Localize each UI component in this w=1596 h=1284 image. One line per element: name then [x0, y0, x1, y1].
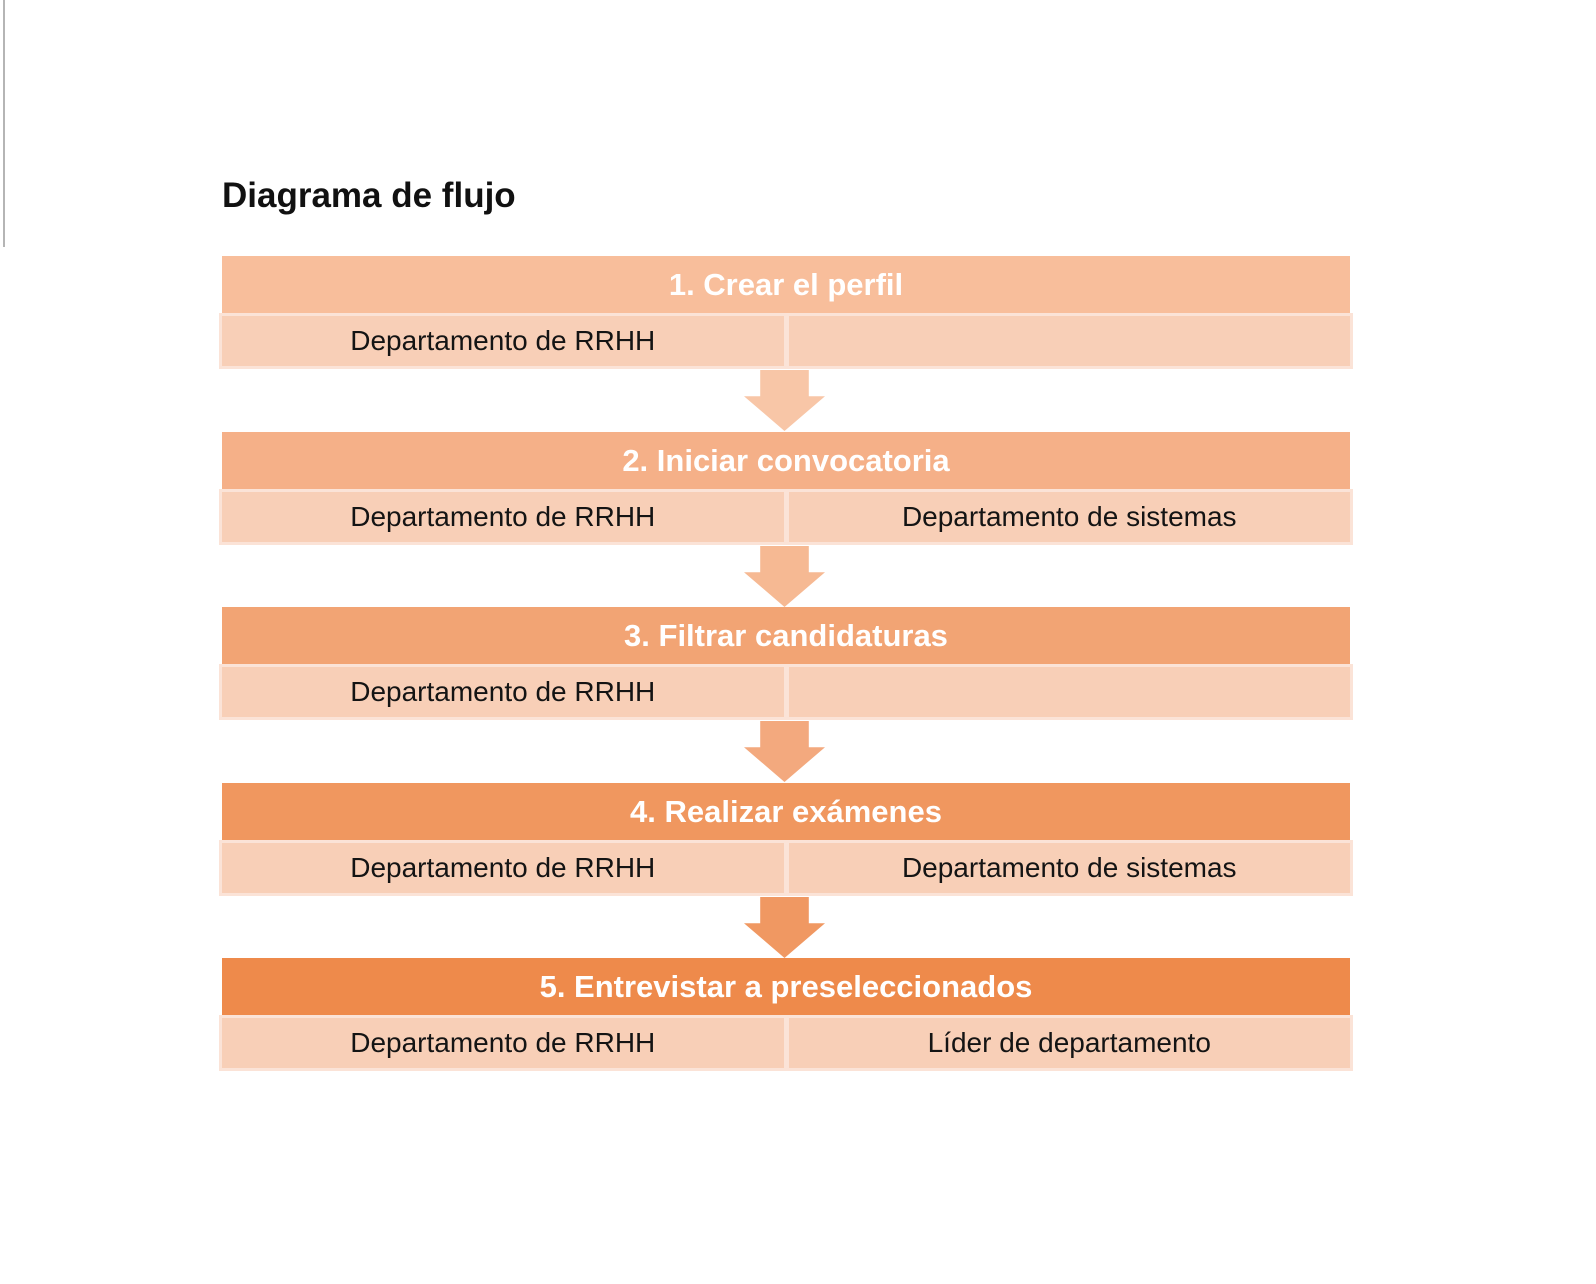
- step-4-title: 4. Realizar exámenes: [630, 793, 942, 829]
- step-1-header[interactable]: 1. Crear el perfil: [222, 256, 1350, 313]
- step-5: 5. Entrevistar a preseleccionados Depart…: [219, 958, 1353, 1071]
- step-5-header[interactable]: 5. Entrevistar a preseleccionados: [222, 958, 1350, 1015]
- step-4-cell-right[interactable]: Departamento de sistemas: [788, 843, 1350, 893]
- step-4-cell-left[interactable]: Departamento de RRHH: [222, 843, 784, 893]
- step-4-row: Departamento de RRHH Departamento de sis…: [219, 840, 1353, 896]
- step-3-row: Departamento de RRHH: [219, 664, 1353, 720]
- step-3-title: 3. Filtrar candidaturas: [624, 617, 948, 653]
- step-4: 4. Realizar exámenes Departamento de RRH…: [219, 783, 1353, 896]
- step-2-cell-right[interactable]: Departamento de sistemas: [788, 492, 1350, 542]
- step-2-header[interactable]: 2. Iniciar convocatoria: [222, 432, 1350, 489]
- step-1-title: 1. Crear el perfil: [668, 266, 904, 302]
- step-5-row: Departamento de RRHH Líder de departamen…: [219, 1015, 1353, 1071]
- step-2-row: Departamento de RRHH Departamento de sis…: [219, 489, 1353, 545]
- step-3-cell-left[interactable]: Departamento de RRHH: [222, 667, 784, 717]
- step-1-row: Departamento de RRHH: [219, 313, 1353, 369]
- step-5-title: 5. Entrevistar a preseleccionados: [539, 968, 1033, 1004]
- step-3: 3. Filtrar candidaturas Departamento de …: [219, 607, 1353, 720]
- down-arrow-icon[interactable]: [744, 897, 825, 958]
- step-2-cell-left[interactable]: Departamento de RRHH: [222, 492, 784, 542]
- down-arrow-icon[interactable]: [744, 546, 825, 607]
- step-5-cell-right[interactable]: Líder de departamento: [788, 1018, 1350, 1068]
- step-2-title: 2. Iniciar convocatoria: [622, 442, 950, 478]
- step-3-header[interactable]: 3. Filtrar candidaturas: [222, 607, 1350, 664]
- step-2: 2. Iniciar convocatoria Departamento de …: [219, 432, 1353, 545]
- page-title: Diagrama de flujo: [222, 176, 516, 215]
- step-5-cell-left[interactable]: Departamento de RRHH: [222, 1018, 784, 1068]
- left-edge-divider: [3, 0, 5, 247]
- step-1-cell-left[interactable]: Departamento de RRHH: [222, 316, 784, 366]
- step-1-cell-right[interactable]: [788, 316, 1350, 366]
- step-4-header[interactable]: 4. Realizar exámenes: [222, 783, 1350, 840]
- step-1: 1. Crear el perfil Departamento de RRHH: [219, 256, 1353, 369]
- down-arrow-icon[interactable]: [744, 721, 825, 782]
- step-3-cell-right[interactable]: [788, 667, 1350, 717]
- down-arrow-icon[interactable]: [744, 370, 825, 431]
